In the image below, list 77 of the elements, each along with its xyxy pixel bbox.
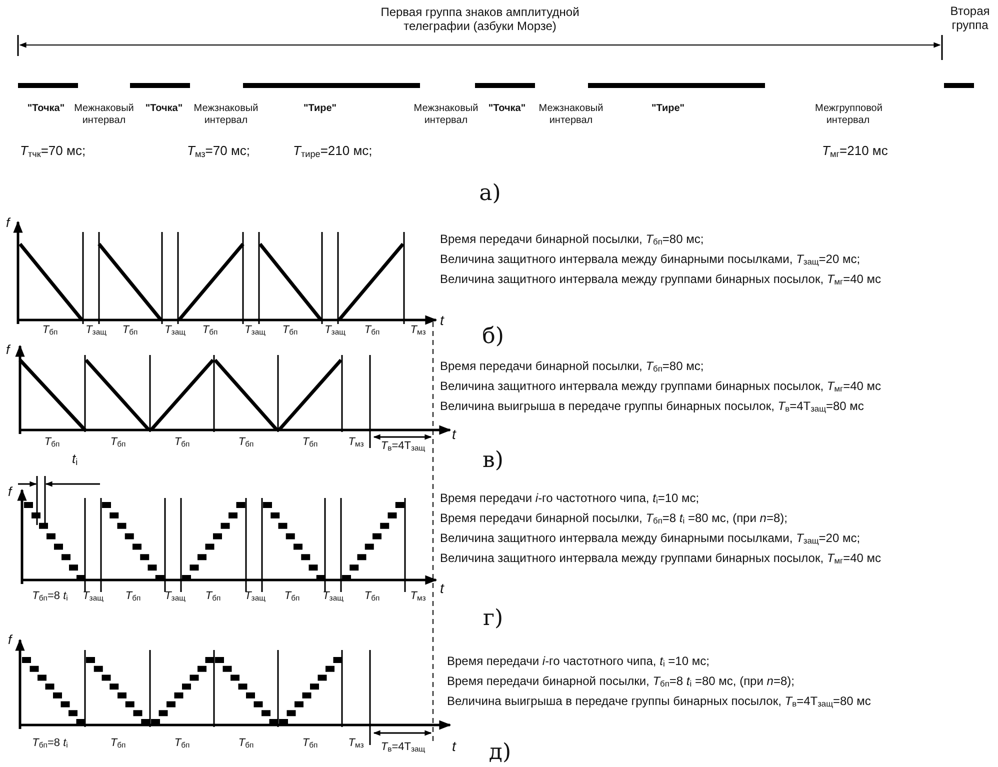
- duration-label: T$_{тире}$=210 мс;: [293, 144, 372, 159]
- interval-label: T$_{бп}$: [284, 590, 300, 603]
- dimension-label: T$_{в}$=4T$_{защ}$: [380, 741, 426, 754]
- panel-label: б): [482, 324, 504, 350]
- interval-label: T$_{бп}$: [110, 436, 126, 449]
- interval-label: T$_{бп}$=8 t$_{i}$: [32, 737, 68, 750]
- interval-label: T$_{бп}$: [122, 324, 138, 337]
- axis-label: t: [452, 738, 456, 754]
- axis-label: t: [440, 580, 444, 596]
- axis-label: t: [452, 426, 456, 442]
- interval-label: T$_{бп}$: [174, 737, 190, 750]
- panel-label: а): [479, 181, 501, 206]
- interval-label: T$_{бп}$: [44, 436, 60, 449]
- interval-label: T$_{бп}$: [42, 324, 58, 337]
- interval-label: T$_{бп}$: [238, 436, 254, 449]
- note-text: Величина защитного интервала между группами бинарных посылок, T$_{мг}$=40 мс: [440, 552, 882, 566]
- sign-label: "Точка": [145, 103, 183, 114]
- note-text: Величина защитного интервала между бинарными посылками, T$_{защ}$=20 мс;: [440, 532, 860, 546]
- interval-label: T$_{мз}$: [410, 590, 426, 603]
- interval-label: T$_{бп}$: [202, 324, 218, 337]
- interval-label: T$_{бп}$: [110, 737, 126, 750]
- axis-label: t: [440, 312, 444, 328]
- interval-label: T$_{бп}$: [302, 436, 318, 449]
- interval-label: Межзнаковый интервал: [413, 103, 479, 126]
- interval-label: T$_{бп}$: [282, 324, 298, 337]
- interval-label: T$_{мз}$: [410, 324, 426, 337]
- interval-label: T$_{бп}$: [364, 324, 380, 337]
- interval-label: T$_{мз}$: [348, 737, 364, 750]
- duration-label: T$_{мг}$=210 мс: [822, 144, 888, 159]
- note-text: Величина защитного интервала между группами бинарных посылок, T$_{мг}$=40 мс: [440, 380, 882, 394]
- duration-label: T$_{мз}$=70 мс;: [187, 144, 250, 159]
- panel-label: г): [482, 606, 504, 632]
- interval-label: T$_{бп}$: [125, 590, 141, 603]
- note-text: Время передачи бинарной посылки, T$_{бп}$=8 t$_{i}$ =80 мс, (при n=8);: [447, 675, 794, 689]
- interval-label: T$_{защ}$: [244, 590, 266, 603]
- interval-label: Межнаковый интервал: [73, 103, 135, 126]
- interval-label: T$_{защ}$: [86, 324, 106, 337]
- note-text: Величина выигрыша в передаче группы бинарных посылок, T$_{в}$=4T$_{защ}$=80 мс: [447, 695, 871, 709]
- axis-label: f: [8, 485, 12, 500]
- group-label: Вторая группа: [949, 5, 991, 33]
- axis-label: f: [6, 343, 10, 358]
- interval-label: T$_{бп}$: [238, 737, 254, 750]
- sign-label: "Точка": [488, 103, 526, 114]
- interval-label: T$_{бп}$: [364, 590, 380, 603]
- interval-label: T$_{бп}$: [302, 737, 318, 750]
- axis-label: f: [8, 633, 12, 648]
- note-text: Время передачи бинарной посылки, T$_{бп}$=80 мс;: [440, 233, 704, 247]
- interval-label: T$_{бп}$: [174, 436, 190, 449]
- interval-label: Межзнаковый интервал: [538, 103, 604, 126]
- note-text: Время передачи бинарной посылки, T$_{бп}$=8 t$_{i}$ =80 мс, (при n=8);: [440, 512, 788, 526]
- interval-label: Межзнаковый интервал: [193, 103, 259, 126]
- note-text: Время передачи бинарной посылки, T$_{бп}$=80 мс;: [440, 360, 704, 374]
- interval-label: T$_{защ}$: [164, 324, 186, 337]
- interval-label: T$_{защ}$: [324, 324, 346, 337]
- interval-label: T$_{бп}$: [205, 590, 221, 603]
- interval-label: T$_{защ}$: [322, 590, 344, 603]
- note-text: Величина выигрыша в передаче группы бинарных посылок, T$_{в}$=4T$_{защ}$=80 мс: [440, 400, 864, 414]
- interval-label: T$_{защ}$: [164, 590, 186, 603]
- group-label: Первая группа знаков амплитудной телеграфии (азбуки Морзе): [380, 6, 580, 34]
- dimension-label: T$_{в}$=4T$_{защ}$: [380, 440, 426, 453]
- panel-label: в): [482, 448, 504, 474]
- sign-label: "Тире": [303, 103, 337, 114]
- interval-label: T$_{бп}$=8 t$_{i}$: [32, 590, 68, 603]
- note-text: Величина защитного интервала между бинарными посылками, T$_{защ}$=20 мс;: [440, 253, 860, 267]
- axis-label: f: [6, 216, 10, 231]
- sign-label: "Тире": [651, 103, 685, 114]
- note-text: Время передачи i-го частотного чипа, t$_{i}$ =10 мс;: [447, 655, 710, 669]
- interval-label: Межгрупповой интервал: [815, 103, 881, 126]
- interval-label: T$_{защ}$: [82, 590, 104, 603]
- sign-label: "Точка": [27, 103, 65, 114]
- interval-label: T$_{защ}$: [244, 324, 266, 337]
- dimension-label: t$_{i}$: [72, 452, 78, 467]
- panel-label: д): [488, 740, 512, 766]
- note-text: Величина защитного интервала между группами бинарных посылок, T$_{мг}$=40 мс: [440, 273, 882, 287]
- interval-label: T$_{мз}$: [348, 436, 364, 449]
- note-text: Время передачи i-го частотного чипа, t$_{i}$=10 мс;: [440, 492, 700, 506]
- duration-label: T$_{тчк}$=70 мс;: [20, 144, 86, 159]
